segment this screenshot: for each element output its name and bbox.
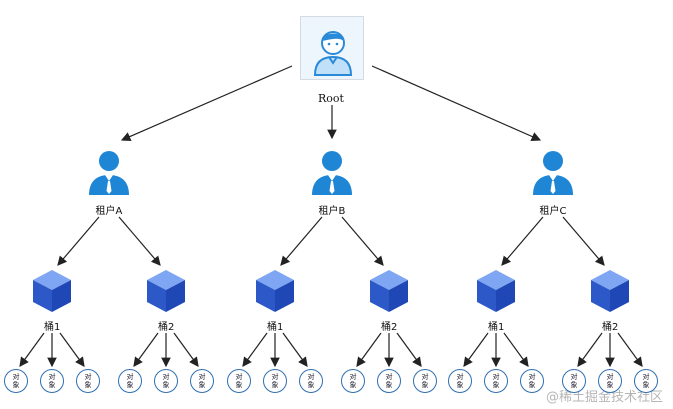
object-label-line1: 对 (570, 373, 578, 381)
edge-bucket-object (282, 332, 308, 367)
object-node: 对象 (263, 369, 287, 393)
object-label-line2: 象 (421, 381, 429, 389)
object-label-line2: 象 (162, 381, 170, 389)
edge-root-tenant (371, 65, 542, 142)
object-node: 对象 (520, 369, 544, 393)
cube-icon (256, 270, 294, 312)
bucket-label: 桶2 (381, 322, 398, 333)
object-label-line1: 对 (385, 373, 393, 381)
object-label-line1: 对 (456, 373, 464, 381)
object-node: 对象 (76, 369, 100, 393)
object-label-line2: 象 (271, 381, 279, 389)
tenant-label: 租户C (539, 206, 567, 217)
object-node: 对象 (4, 369, 28, 393)
edge-tenant-bucket (280, 216, 323, 266)
person-icon (89, 151, 129, 195)
tenant-label: 租户A (95, 206, 123, 217)
object-label-line1: 对 (48, 373, 56, 381)
edge-bucket-object (577, 332, 603, 367)
object-label-line2: 象 (349, 381, 357, 389)
object-label-line1: 对 (349, 373, 357, 381)
object-label-line1: 对 (421, 373, 429, 381)
object-node: 对象 (598, 369, 622, 393)
object-label-line1: 对 (235, 373, 243, 381)
object-label-line1: 对 (307, 373, 315, 381)
object-node: 对象 (562, 369, 586, 393)
object-node: 对象 (448, 369, 472, 393)
object-label-line2: 象 (385, 381, 393, 389)
edge-bucket-object (503, 332, 529, 367)
object-label-line1: 对 (271, 373, 279, 381)
cube-icon (591, 270, 629, 312)
edge-bucket-object (133, 332, 159, 367)
object-node: 对象 (154, 369, 178, 393)
bucket-label: 桶1 (488, 322, 505, 333)
edge-bucket-object (463, 332, 489, 367)
object-label-line1: 对 (126, 373, 134, 381)
object-node: 对象 (377, 369, 401, 393)
edge-tenant-bucket (562, 216, 605, 266)
object-node: 对象 (299, 369, 323, 393)
object-label-line2: 象 (126, 381, 134, 389)
object-label-line2: 象 (307, 381, 315, 389)
object-label-line2: 象 (48, 381, 56, 389)
edge-bucket-object (396, 332, 422, 367)
edge-root-tenant (120, 65, 293, 142)
object-label-line2: 象 (642, 381, 650, 389)
person-icon (533, 151, 573, 195)
object-label-line1: 对 (606, 373, 614, 381)
object-node: 对象 (634, 369, 658, 393)
object-node: 对象 (484, 369, 508, 393)
edge-bucket-object (19, 332, 45, 367)
object-label-line2: 象 (492, 381, 500, 389)
object-label-line1: 对 (162, 373, 170, 381)
object-label-line1: 对 (198, 373, 206, 381)
edge-tenant-bucket (118, 216, 161, 266)
cube-icon (147, 270, 185, 312)
bucket-label: 桶2 (158, 322, 175, 333)
person-icon (312, 151, 352, 195)
object-label-line2: 象 (606, 381, 614, 389)
object-node: 对象 (40, 369, 64, 393)
object-label-line2: 象 (456, 381, 464, 389)
edge-bucket-object (242, 332, 268, 367)
object-label-line1: 对 (84, 373, 92, 381)
root-label: Root (318, 92, 344, 105)
object-label-line1: 对 (12, 373, 20, 381)
edge-bucket-object (356, 332, 382, 367)
object-node: 对象 (227, 369, 251, 393)
edge-tenant-bucket (341, 216, 384, 266)
object-label-line1: 对 (528, 373, 536, 381)
cube-icon (33, 270, 71, 312)
cube-icon (477, 270, 515, 312)
object-label-line1: 对 (642, 373, 650, 381)
object-label-line2: 象 (12, 381, 20, 389)
object-label-line1: 对 (492, 373, 500, 381)
edge-bucket-object (617, 332, 643, 367)
bucket-label: 桶1 (44, 322, 61, 333)
object-label-line2: 象 (235, 381, 243, 389)
edge-tenant-bucket (501, 216, 544, 266)
object-node: 对象 (190, 369, 214, 393)
object-label-line2: 象 (528, 381, 536, 389)
object-label-line2: 象 (198, 381, 206, 389)
root-node (300, 16, 364, 80)
object-node: 对象 (341, 369, 365, 393)
bucket-label: 桶2 (602, 322, 619, 333)
watermark: @稀土掘金技术社区 (545, 390, 663, 405)
edge-tenant-bucket (57, 216, 100, 266)
object-node: 对象 (118, 369, 142, 393)
edge-bucket-object (59, 332, 85, 367)
edge-bucket-object (173, 332, 199, 367)
object-label-line2: 象 (570, 381, 578, 389)
object-label-line2: 象 (84, 381, 92, 389)
bucket-label: 桶1 (267, 322, 284, 333)
object-node: 对象 (413, 369, 437, 393)
tenant-label: 租户B (318, 206, 346, 217)
user-avatar-icon (313, 31, 353, 76)
cube-icon (370, 270, 408, 312)
